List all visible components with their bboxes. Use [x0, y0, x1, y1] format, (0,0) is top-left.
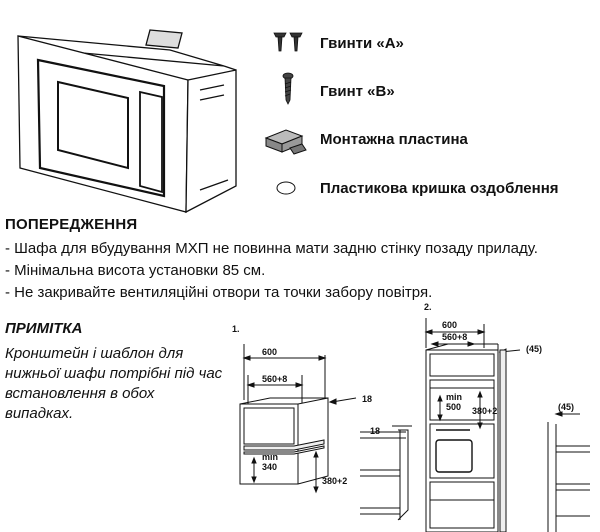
plastic-cover-icon	[276, 181, 296, 195]
diagram-1-min-height: 340	[262, 462, 277, 472]
part-label-plastic-cover: Пластикова кришка оздоблення	[320, 180, 559, 197]
screws-a-icon	[273, 32, 303, 52]
warning-item-2: - Мінімальна висота установки 85 см.	[5, 262, 266, 279]
diagram-2-inner-width: 560+8	[442, 332, 467, 342]
part-label-mounting-plate: Монтажна пластина	[320, 131, 468, 148]
diagram-1-step: 1.	[232, 324, 240, 334]
diagram-2-min-label: min	[446, 392, 462, 402]
part-label-screws-a: Гвинти «А»	[320, 35, 404, 52]
diagram-1-side: 18	[362, 394, 372, 404]
note-text: Кронштейн і шаблон для нижньої шафи потр…	[5, 345, 223, 422]
warning-item-1: - Шафа для вбудування МХП не повинна мат…	[5, 240, 538, 257]
diagram-1-width: 600	[262, 347, 277, 357]
diagram-1-min-label: min	[262, 452, 278, 462]
diagram-2	[424, 318, 521, 532]
microwave-illustration	[17, 29, 237, 214]
diagram-1	[239, 344, 412, 521]
diagram-2-angle: (45)	[526, 344, 542, 354]
part-label-screw-b: Гвинт «В»	[320, 83, 395, 100]
screw-b-icon	[282, 72, 294, 105]
diagram-1-inner-width: 560+8	[262, 374, 287, 384]
diagram-2-height: 380+2	[472, 406, 497, 416]
warnings-title: ПОПЕРЕДЖЕННЯ	[5, 216, 138, 233]
diagram-3	[547, 411, 590, 532]
warning-item-3: - Не закривайте вентиляційні отвори та т…	[5, 284, 433, 301]
diagram-2-step: 2.	[424, 302, 432, 312]
diagram-3-angle: (45)	[558, 402, 574, 412]
note-title: ПРИМІТКА	[5, 320, 83, 337]
diagram-2-width: 600	[442, 320, 457, 330]
mounting-plate-icon	[264, 129, 307, 155]
diagram-2-min-height: 500	[446, 402, 461, 412]
diagram-1-height: 380+2	[322, 476, 347, 486]
diagram-1-bracket-side: 18	[370, 426, 380, 436]
